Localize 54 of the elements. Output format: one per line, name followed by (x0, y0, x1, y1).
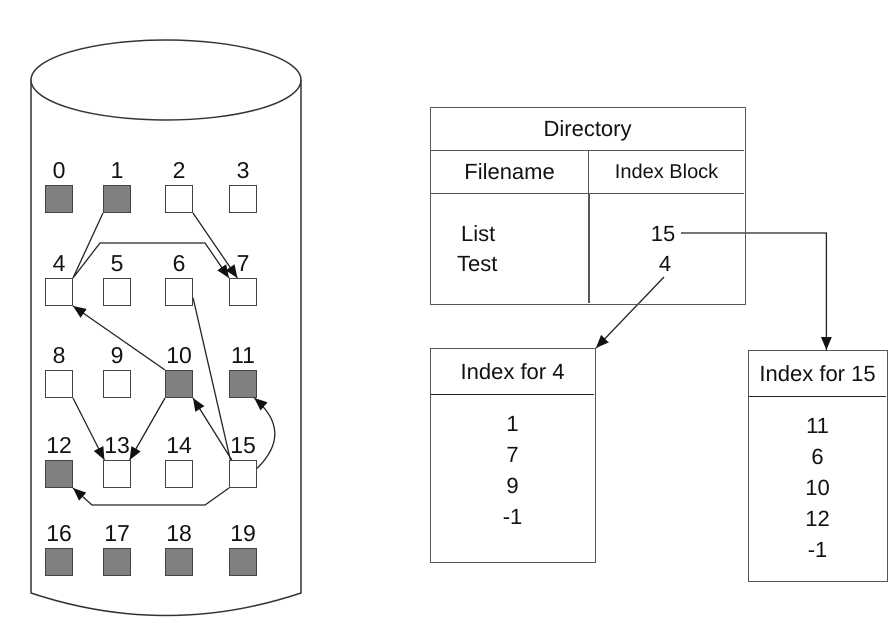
arrow (192, 398, 232, 460)
block-number: 19 (230, 521, 256, 545)
directory-table (430, 107, 746, 305)
block-number: 2 (172, 158, 186, 182)
table-cell-text: -1 (502, 503, 524, 531)
table-header: Index for 4 (431, 349, 594, 395)
connector-line (72, 212, 104, 278)
table-cell-text: 11 (805, 412, 830, 440)
arrow (192, 212, 238, 278)
block-number: 17 (104, 521, 130, 545)
column-header: Index Block (589, 151, 744, 194)
block-number: 1 (110, 158, 124, 182)
block-number: 10 (166, 343, 192, 367)
block-number: 3 (236, 158, 250, 182)
block-number: 4 (52, 251, 66, 275)
block-number: 6 (172, 251, 186, 275)
table-cell: 15 (644, 220, 682, 248)
table-cell: 4 (654, 250, 676, 278)
arrow (72, 242, 230, 278)
table-cell-text: 7 (505, 441, 520, 469)
block-number: 5 (110, 251, 124, 275)
table-cell: Test (457, 250, 498, 278)
block-number: 16 (46, 521, 72, 545)
disk-cylinder (30, 38, 302, 618)
table-cell-text: 6 (810, 443, 825, 471)
block-number: 18 (166, 521, 192, 545)
connector-line (192, 297, 232, 460)
block-number: 11 (231, 343, 255, 367)
table-header: Directory (431, 108, 744, 151)
block-number: 15 (230, 433, 256, 457)
block-number: 13 (104, 433, 130, 457)
index-block-table (748, 350, 888, 582)
block-number: 12 (46, 433, 72, 457)
arrow (254, 398, 276, 469)
column-header: Filename (431, 151, 589, 194)
arrow (129, 398, 166, 460)
arrow (72, 305, 166, 371)
table-cell-text: 10 (804, 474, 831, 502)
table-cell-text: 1 (505, 410, 520, 438)
table-cell-text: 12 (804, 505, 831, 533)
block-number: 0 (52, 158, 66, 182)
table-header: Index for 15 (749, 351, 886, 397)
block-number: 9 (110, 343, 124, 367)
arrow (72, 398, 105, 460)
arrow (596, 276, 664, 348)
block-number: 14 (166, 433, 192, 457)
table-cell-text: 9 (505, 472, 520, 500)
index-block-table (430, 348, 596, 563)
table-cell-text: -1 (806, 536, 828, 564)
block-number: 7 (236, 251, 250, 275)
arrow (72, 487, 230, 506)
table-cell: List (461, 220, 496, 248)
block-number: 8 (52, 343, 66, 367)
arrow (681, 232, 832, 350)
